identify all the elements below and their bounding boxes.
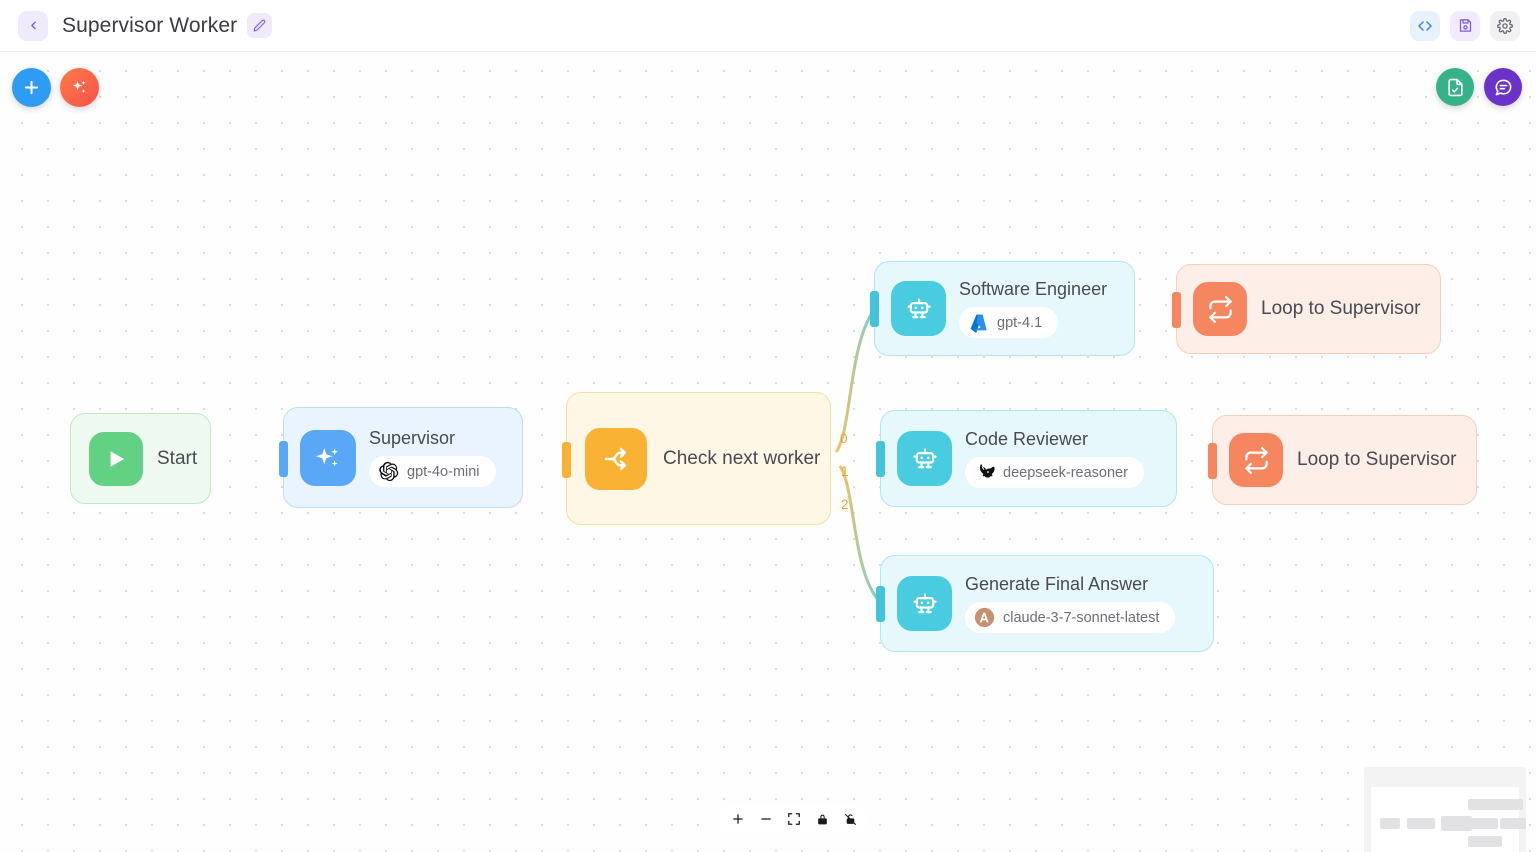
floppy-disk-icon — [1459, 19, 1471, 32]
branch-label-2: 2 — [841, 497, 849, 512]
deepseek-logo — [979, 464, 995, 478]
node-software-engineer[interactable]: Software Engineer gpt-4.1 — [870, 261, 1135, 356]
fit-view-button[interactable] — [784, 809, 804, 829]
model-chip[interactable]: claude-3-7-sonnet-latest — [965, 602, 1176, 633]
node-title: Loop to Supervisor — [1297, 449, 1457, 470]
ai-generate-button[interactable] — [60, 68, 99, 107]
model-name: gpt-4o-mini — [407, 463, 480, 480]
minimap-node — [1407, 818, 1435, 829]
node-title: Check next worker — [663, 447, 821, 469]
zoom-out-button[interactable] — [756, 809, 776, 829]
node-input-handle[interactable] — [870, 291, 879, 327]
canvas-controls — [722, 805, 866, 833]
node-icon-branch — [585, 427, 647, 490]
node-icon-repeat — [1193, 282, 1247, 336]
code-brackets-icon — [1418, 20, 1432, 31]
model-name: claude-3-7-sonnet-latest — [1003, 609, 1160, 626]
settings-button[interactable] — [1490, 10, 1520, 41]
minimap[interactable] — [1364, 767, 1526, 852]
sparkles-icon — [316, 447, 339, 466]
toggle-interactivity-button[interactable] — [840, 809, 860, 829]
lock-button[interactable] — [812, 809, 832, 829]
gear-icon — [1497, 17, 1513, 34]
node-input-handle[interactable] — [562, 442, 571, 478]
node-start[interactable]: Start — [70, 413, 211, 504]
zoom-in-button[interactable] — [728, 809, 748, 829]
azure-logo — [970, 314, 987, 333]
model-chip[interactable]: gpt-4o-mini — [369, 456, 496, 487]
node-title: Loop to Supervisor — [1261, 298, 1421, 319]
add-node-button[interactable] — [12, 68, 51, 107]
back-button[interactable] — [18, 10, 48, 41]
node-code-reviewer[interactable]: Code Reviewer deepseek-reasoner — [876, 410, 1177, 507]
minimap-node — [1496, 799, 1523, 810]
minimap-viewport[interactable] — [1371, 787, 1526, 852]
repeat-icon — [1244, 446, 1268, 474]
node-icon-repeat — [1229, 433, 1283, 487]
code-button[interactable] — [1410, 10, 1440, 41]
node-loop-to-supervisor-2[interactable]: Loop to Supervisor — [1208, 415, 1477, 505]
edit-title-button[interactable] — [247, 13, 273, 38]
header-actions — [1410, 10, 1520, 41]
model-name: deepseek-reasoner — [1003, 464, 1128, 481]
minimap-node — [1500, 818, 1526, 829]
openai-logo — [379, 461, 399, 482]
chevron-left-icon — [30, 21, 36, 30]
lock-icon — [817, 814, 827, 824]
plus-icon — [733, 814, 743, 824]
node-icon-robot — [891, 281, 946, 336]
node-input-handle[interactable] — [1172, 292, 1181, 328]
node-icon-play — [89, 431, 143, 486]
model-name: gpt-4.1 — [997, 314, 1043, 331]
minimap-node — [1441, 816, 1472, 831]
minimap-node — [1468, 799, 1498, 810]
node-input-handle[interactable] — [1208, 443, 1217, 479]
plus-icon — [24, 80, 39, 95]
chat-button[interactable] — [1484, 68, 1522, 106]
node-title: Code Reviewer — [965, 429, 1089, 449]
node-title: Start — [157, 447, 198, 469]
anthropic-logo — [974, 607, 995, 628]
minimap-node — [1468, 836, 1502, 847]
interactivity-off-icon — [844, 813, 856, 825]
chat-bubble-icon — [1495, 79, 1511, 95]
model-chip[interactable]: deepseek-reasoner — [965, 457, 1144, 488]
node-title: Supervisor — [369, 428, 456, 448]
minimap-node — [1468, 818, 1498, 829]
save-button[interactable] — [1450, 10, 1480, 41]
node-icon-robot — [897, 431, 952, 486]
minus-icon — [761, 818, 771, 820]
branch-label-1: 1 — [841, 464, 849, 479]
node-generate-final-answer[interactable]: Generate Final Answer claude-3-7-sonnet-… — [876, 555, 1214, 652]
node-input-handle[interactable] — [279, 441, 288, 477]
node-title: Generate Final Answer — [965, 574, 1149, 594]
node-input-handle[interactable] — [876, 441, 885, 477]
page-title: Supervisor Worker — [62, 13, 238, 37]
node-supervisor[interactable]: Supervisor gpt-4o-mini — [279, 407, 523, 508]
play-icon — [110, 450, 125, 467]
minimap-node — [1380, 818, 1400, 829]
repeat-icon — [1208, 295, 1232, 323]
branch-label-0: 0 — [840, 431, 848, 446]
pencil-icon — [253, 19, 266, 32]
node-icon-robot — [897, 576, 952, 631]
node-check-next-worker[interactable]: Check next worker — [562, 392, 831, 525]
sparkles-icon — [72, 80, 86, 94]
node-loop-to-supervisor-1[interactable]: Loop to Supervisor — [1172, 264, 1441, 354]
robot-icon — [912, 593, 937, 613]
app-header: Supervisor Worker — [0, 0, 1536, 52]
node-icon-sparkles — [300, 429, 356, 486]
robot-icon — [912, 448, 937, 468]
node-title: Software Engineer — [959, 279, 1108, 299]
flow-canvas[interactable]: Start Supervisor gpt-4o-mini — [0, 52, 1536, 852]
branch-split-icon — [604, 447, 626, 470]
model-chip[interactable]: gpt-4.1 — [959, 307, 1059, 338]
validate-button[interactable] — [1436, 68, 1474, 106]
document-check-icon — [1447, 78, 1463, 96]
fit-screen-icon — [788, 813, 800, 825]
robot-icon — [906, 298, 931, 318]
node-input-handle[interactable] — [876, 586, 885, 622]
